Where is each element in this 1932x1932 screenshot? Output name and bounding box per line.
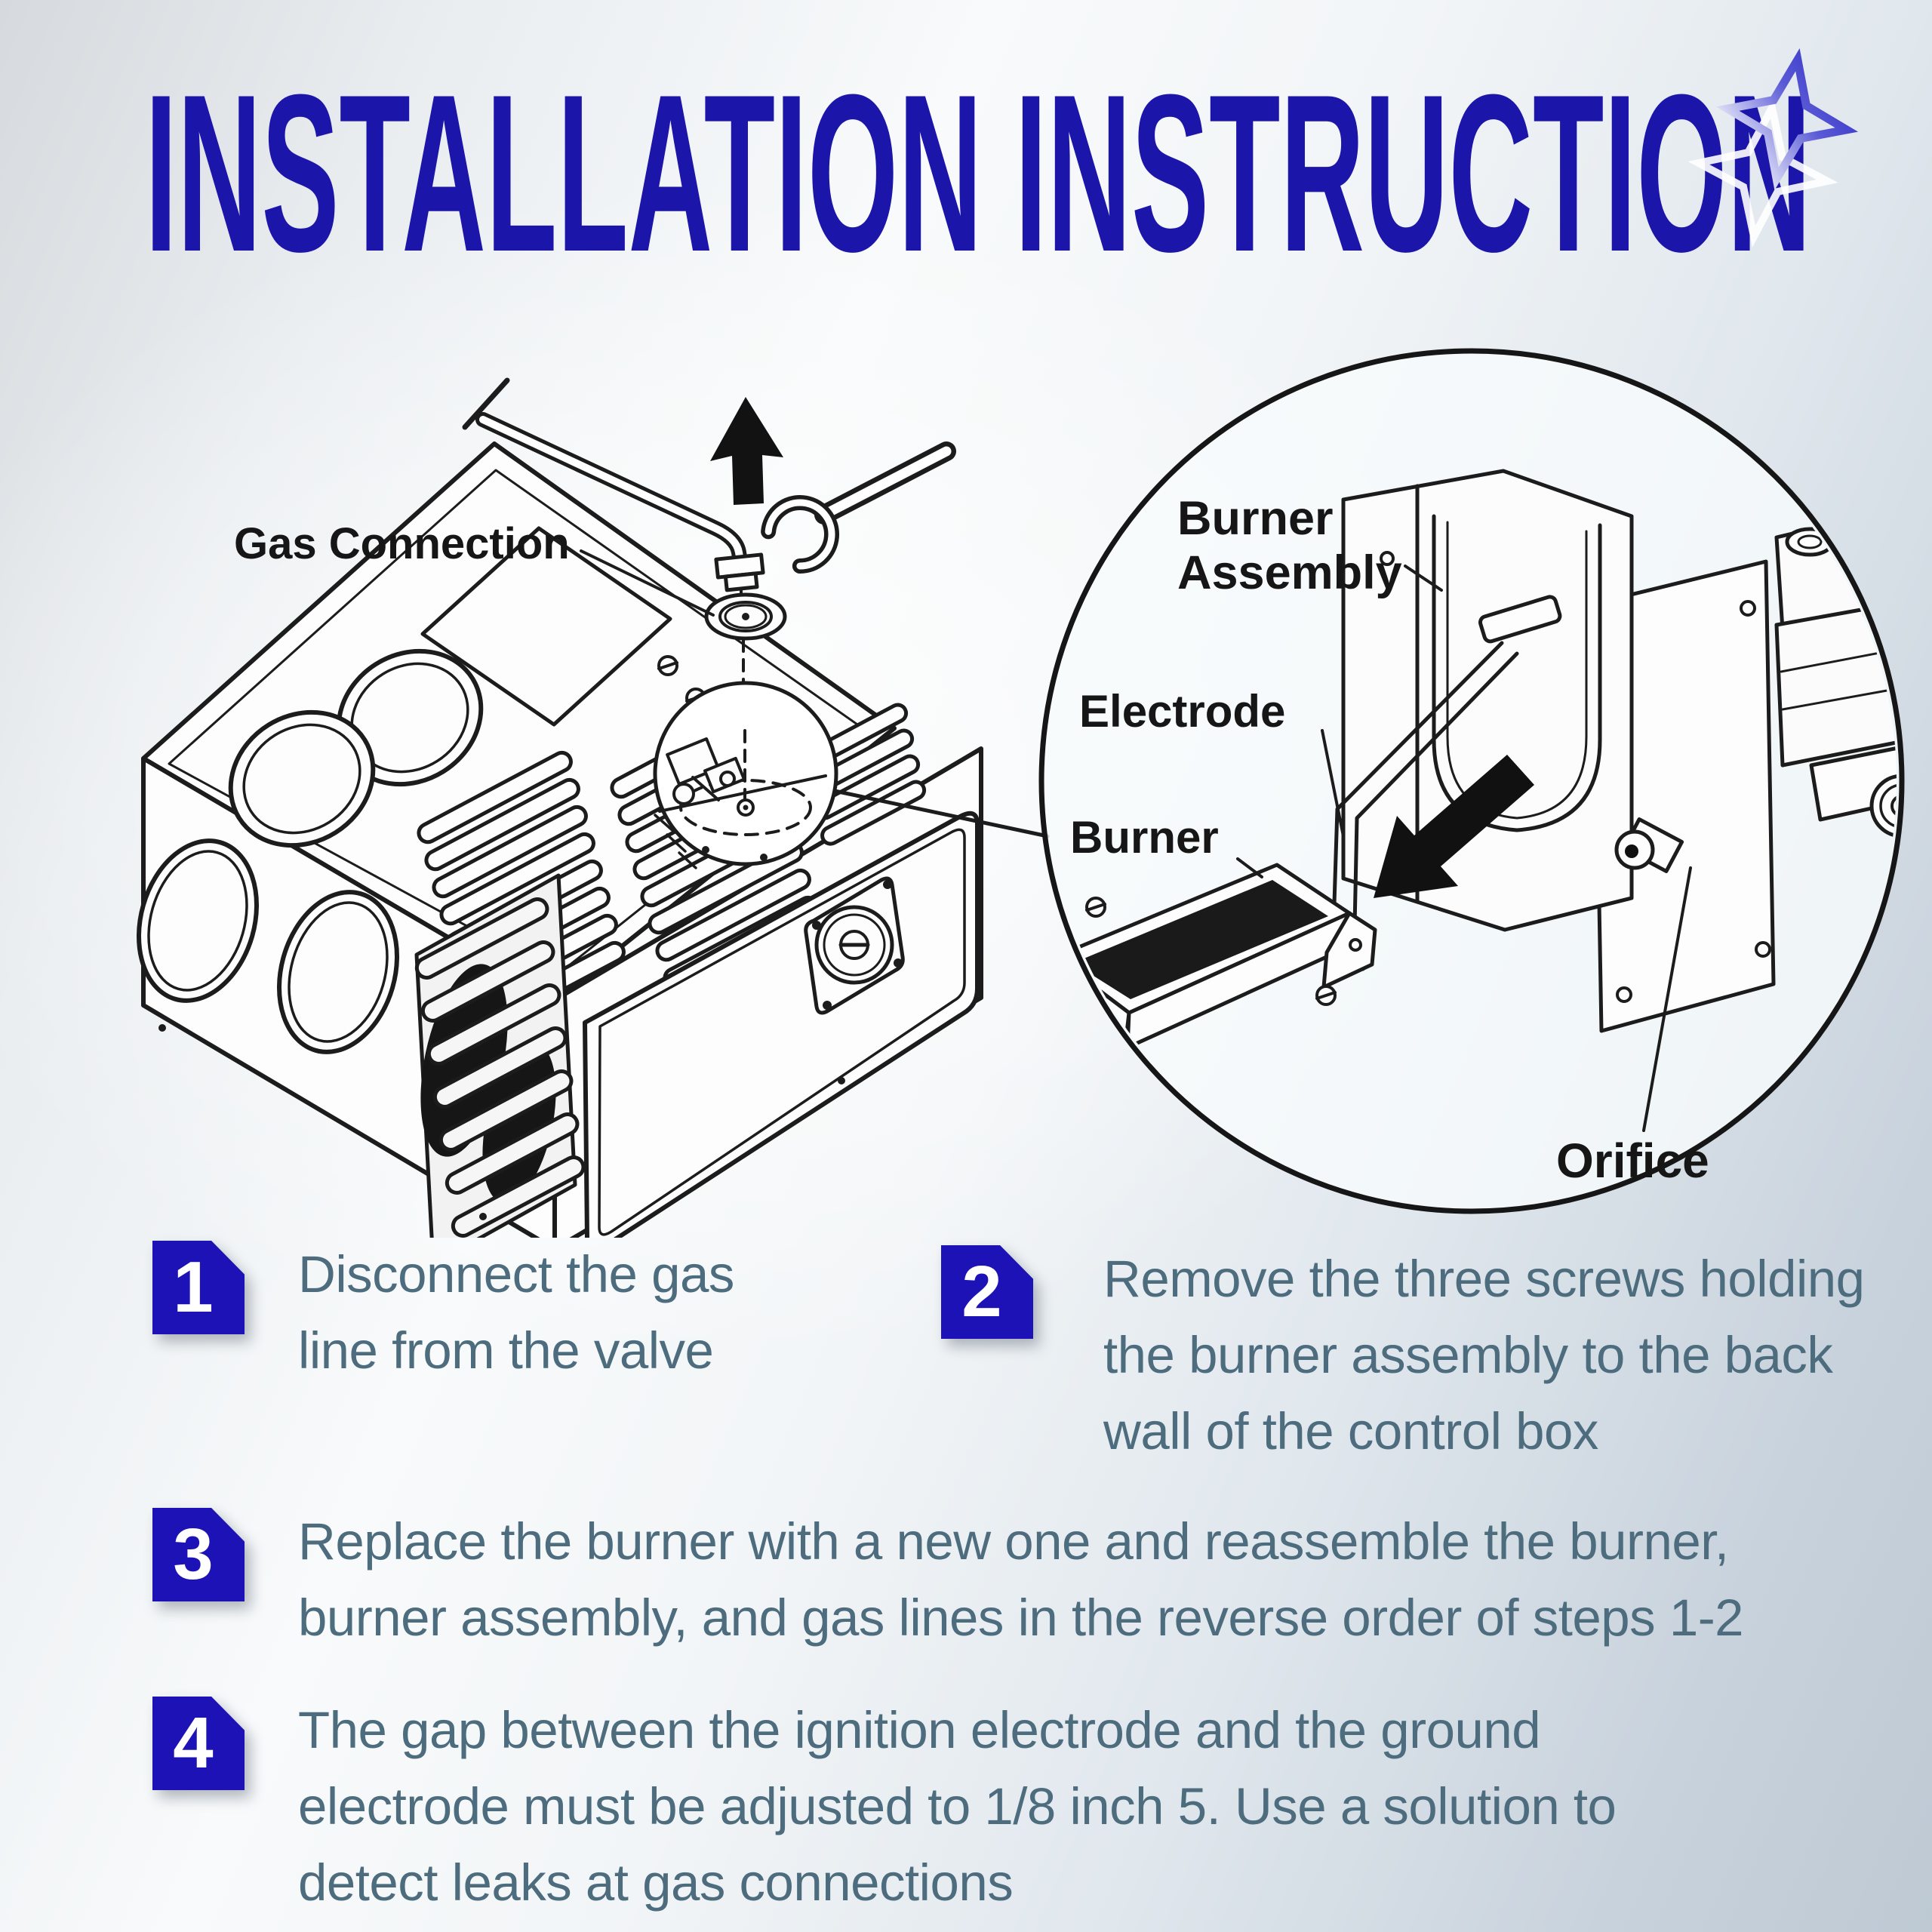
step-text-line: the burner assembly to the back (1103, 1326, 1833, 1384)
page-title: INSTALLATION INSTRUCTION (145, 48, 1811, 299)
detail-circle: Burner Assembly Electrode Burner Orifice (1038, 348, 1905, 1214)
orifice-fitting (1614, 817, 1684, 873)
step-text: Disconnect the gas line from the valve (298, 1236, 734, 1389)
wrench-icon (760, 441, 956, 574)
blower-rings (137, 838, 399, 1054)
gas-connection-callout: Gas Connection (234, 519, 715, 617)
burner-assembly-label-line1: Burner (1177, 492, 1334, 545)
top-access-panel (420, 526, 672, 727)
burner-assembly-label-line2: Assembly (1177, 546, 1402, 599)
step-text-line: wall of the control box (1103, 1402, 1598, 1460)
step-number: 1 (173, 1247, 214, 1327)
burner-label: Burner (1070, 812, 1219, 863)
gas-pipe (475, 412, 765, 592)
page-title-area: INSTALLATION INSTRUCTION (145, 48, 1811, 299)
step-text-line: The gap between the ignition electrode a… (298, 1701, 1541, 1759)
step-text-line: Replace the burner with a new one and re… (298, 1512, 1729, 1571)
pipe-fitting (714, 552, 765, 592)
magnifier-link-line (832, 789, 1050, 838)
burner-tray (1050, 863, 1377, 1054)
electrode-label: Electrode (1079, 686, 1285, 737)
mini-valve (666, 737, 755, 817)
washer (704, 592, 787, 641)
step-text-line: burner assembly, and gas lines in the re… (298, 1589, 1744, 1647)
direction-arrow-icon (1374, 755, 1534, 898)
step-text-line: Disconnect the gas (298, 1245, 734, 1303)
orifice-label: Orifice (1556, 1134, 1709, 1188)
top-chamber-circles (228, 648, 484, 848)
furnace-door (583, 811, 980, 1238)
louver-grille (405, 873, 586, 1238)
detail-callout-small (653, 681, 838, 869)
burner-assembly-bracket (1341, 469, 1634, 932)
step-number: 2 (961, 1251, 1002, 1332)
step-number: 3 (173, 1514, 214, 1595)
edge-rivets (158, 1024, 845, 1220)
sparkle-icon (1687, 48, 1859, 248)
diagram: Burner Assembly Electrode Burner Orifice… (137, 348, 1905, 1238)
sparkle-star (1715, 48, 1859, 191)
step-text-line: detect leaks at gas connections (298, 1854, 1014, 1912)
detail-labels: Burner Assembly Electrode Burner Orifice (1070, 492, 1709, 1188)
step-number-badge: 2 (941, 1245, 1033, 1339)
gas-hardware (462, 377, 956, 741)
gas-connection-label: Gas Connection (234, 519, 570, 568)
step-number-badge: 4 (152, 1697, 245, 1790)
step-number: 4 (173, 1703, 214, 1783)
step-number-badge: 3 (152, 1508, 245, 1601)
step-text: Remove the three screws holding the burn… (1103, 1241, 1865, 1469)
sparkle-ghost-star (1687, 97, 1838, 248)
step-text-line: Remove the three screws holding (1103, 1250, 1865, 1308)
up-arrow-icon (710, 397, 783, 505)
step-number-badge: 1 (152, 1241, 245, 1334)
step-text-line: line from the valve (298, 1321, 714, 1380)
step-text: Replace the burner with a new one and re… (298, 1503, 1744, 1656)
step-text: The gap between the ignition electrode a… (298, 1692, 1617, 1921)
pipe-cut-tick (462, 377, 510, 430)
furnace-illustration (137, 441, 983, 1238)
step-text-line: electrode must be adjusted to 1/8 inch 5… (298, 1777, 1617, 1835)
